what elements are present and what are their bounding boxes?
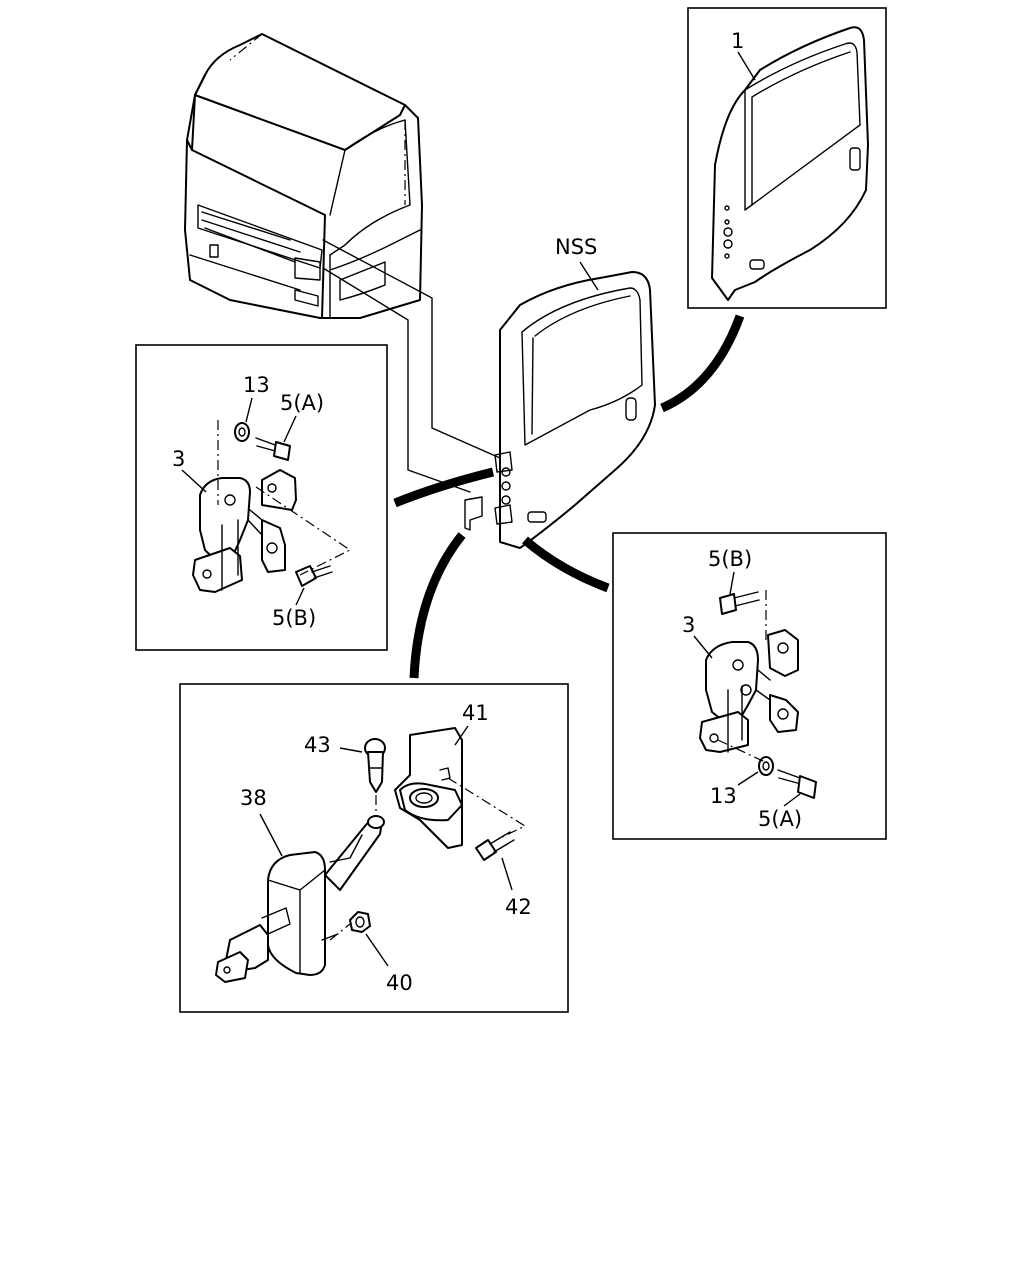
- door-panel-illustration: [711, 26, 869, 301]
- upper-bolt-5a: [255, 437, 291, 461]
- bolt-42: [475, 831, 515, 861]
- arc-door-panel: [660, 314, 745, 413]
- label-lower-washer: 13: [710, 784, 737, 808]
- lower-hinge-detail-box: [612, 532, 887, 840]
- leader-lower-hinge-part: [693, 635, 713, 659]
- label-lower-bolt-a: 5(A): [758, 807, 802, 831]
- leader-lower-bolt-a: [783, 793, 801, 807]
- leader-checker-arm: [259, 813, 283, 857]
- door-assembly-illustration: [464, 271, 656, 549]
- upper-washer-13: [234, 422, 250, 442]
- upper-hinge-illustration: [192, 469, 297, 593]
- label-upper-bolt-a: 5(A): [280, 391, 324, 415]
- checker-arm-38: [215, 815, 385, 983]
- leader-upper-washer: [245, 397, 253, 423]
- door-panel-detail-box: [687, 7, 887, 309]
- label-checker-arm: 38: [240, 786, 267, 810]
- bracket-41: [394, 727, 463, 849]
- leader-bolt-bracket: [501, 857, 513, 891]
- nut-40: [349, 911, 371, 933]
- truck-cab-illustration: [184, 33, 423, 319]
- lower-washer-13: [758, 756, 774, 776]
- label-lower-hinge: 3: [682, 613, 695, 637]
- lower-bolt-5a: [777, 769, 817, 799]
- label-lower-bolt-b: 5(B): [708, 547, 752, 571]
- leader-door-assembly: [579, 261, 599, 291]
- label-upper-hinge: 3: [172, 447, 185, 471]
- label-door-assembly: NSS: [555, 235, 597, 259]
- upper-hinge-centerlines: [217, 420, 352, 576]
- label-bracket: 41: [462, 701, 489, 725]
- leader-bracket: [454, 725, 469, 746]
- leader-lower-washer: [737, 771, 759, 786]
- label-nut: 40: [386, 971, 413, 995]
- lower-hinge-illustration: [699, 629, 799, 753]
- checker-centerlines: [329, 777, 527, 941]
- leader-pin: [339, 747, 363, 753]
- label-pin: 43: [304, 733, 331, 757]
- arc-lower-hinge: [522, 536, 610, 593]
- leader-door-panel: [737, 51, 756, 81]
- leader-upper-hinge: [322, 239, 501, 459]
- upper-bolt-5b: [295, 565, 333, 587]
- label-door-panel: 1: [731, 29, 744, 53]
- pin-43: [364, 738, 386, 793]
- label-upper-washer: 13: [243, 373, 270, 397]
- label-upper-bolt-b: 5(B): [272, 606, 316, 630]
- lower-hinge-centerlines: [717, 590, 767, 763]
- arc-upper-hinge: [393, 467, 495, 508]
- leader-upper-bolt-a: [283, 415, 297, 443]
- door-checker-detail-box: [179, 683, 569, 1013]
- arc-door-checker: [409, 532, 466, 679]
- leader-lower-bolt-b: [729, 571, 735, 595]
- leader-upper-bolt-b: [295, 587, 305, 606]
- leader-upper-hinge-part: [181, 469, 207, 493]
- label-bolt-bracket: 42: [505, 895, 532, 919]
- leader-nut: [365, 933, 389, 967]
- leader-lower-hinge: [322, 267, 471, 493]
- lower-bolt-5b: [719, 591, 760, 615]
- upper-hinge-detail-box: [135, 344, 388, 651]
